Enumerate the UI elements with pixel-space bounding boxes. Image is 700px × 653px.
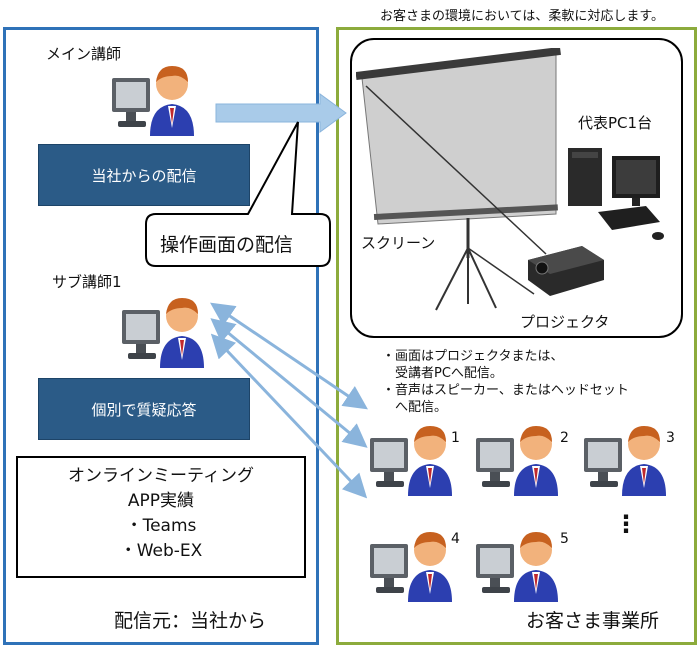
main-instructor-icon [112, 66, 194, 136]
more-attendees-indicator: ⋮ [614, 510, 638, 538]
projector-screen-icon [356, 48, 561, 311]
attendee-2-number: 2 [560, 430, 569, 446]
app-record-box: オンラインミーティング APP実績 ・Teams ・Web-EX [16, 456, 306, 578]
attendee-3-icon [584, 426, 666, 496]
projector-icon [528, 246, 604, 296]
notes: ・画面はプロジェクタまたは、 受講者PCへ配信。 ・音声はスピーカー、またはヘッ… [382, 348, 629, 416]
attendee-2-icon [476, 426, 558, 496]
app-line-3: ・Teams [125, 516, 197, 536]
attendee-1-icon [370, 426, 452, 496]
projector-label: プロジェクタ [520, 313, 610, 331]
callout-text: 操作画面の配信 [160, 234, 294, 256]
app-line-1: オンラインミーティング [68, 466, 254, 486]
header-note: お客さまの環境においては、柔軟に対応します。 [380, 9, 665, 24]
attendee-1-number: 1 [451, 430, 460, 446]
attendee-4-number: 4 [451, 531, 460, 547]
source-footer: 配信元：当社から [114, 610, 267, 632]
note-line-2: 受講者PCへ配信。 [382, 366, 503, 381]
qa-arrows [210, 302, 368, 499]
callout-bubble [145, 121, 331, 267]
desktop-pc-icon [568, 148, 664, 240]
broadcast-box: 当社からの配信 [38, 144, 250, 206]
app-line-4: ・Web-EX [119, 541, 203, 561]
main-instructor-label: メイン講師 [46, 45, 122, 63]
attendee-5-number: 5 [560, 531, 569, 547]
attendee-4-icon [370, 532, 452, 602]
sub-instructor-label: サブ講師1 [52, 273, 122, 291]
attendee-5-icon [476, 532, 558, 602]
representative-pc-label: 代表PC1台 [578, 114, 653, 132]
sub-instructor-icon [122, 298, 204, 368]
screen-label: スクリーン [361, 234, 436, 252]
attendee-3-number: 3 [666, 430, 675, 446]
note-line-3: ・音声はスピーカー、またはヘッドセット [382, 383, 629, 398]
app-line-2: APP実績 [127, 491, 195, 511]
customer-footer: お客さま事業所 [526, 610, 660, 632]
broadcast-arrow [215, 93, 347, 133]
note-line-4: へ配信。 [382, 400, 448, 415]
note-line-1: ・画面はプロジェクタまたは、 [382, 349, 564, 364]
